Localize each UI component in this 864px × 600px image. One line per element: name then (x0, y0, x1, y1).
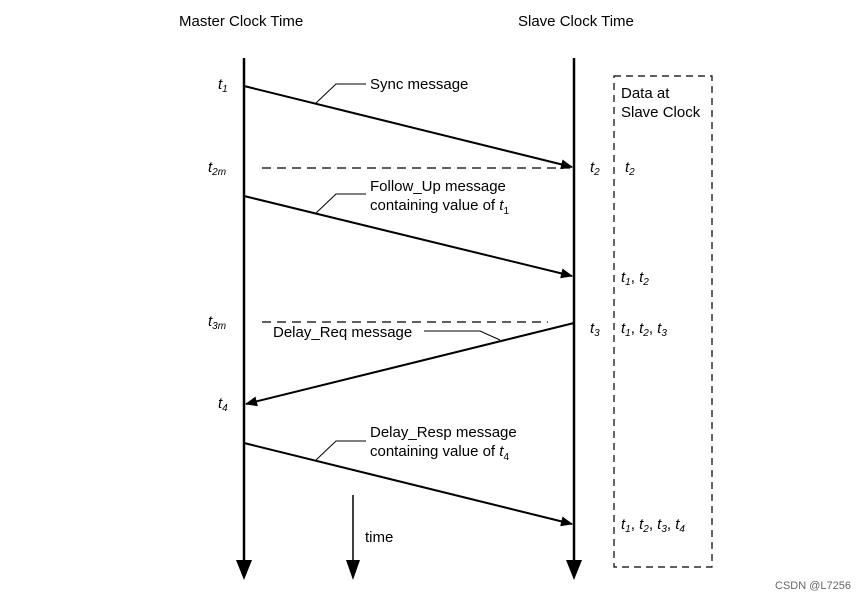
list-separator: , (648, 516, 658, 533)
delay-resp-leader (315, 440, 366, 461)
time-variable: t (657, 320, 662, 337)
follow-up-leader (315, 193, 366, 214)
time-variable: t (639, 320, 644, 337)
master-t3m-label: t3m (208, 313, 227, 333)
list-separator: , (648, 320, 658, 337)
follow-up-arrow (243, 195, 573, 279)
time-subscript: 2 (643, 277, 649, 288)
follow-up-message-label-line2: containing value of t1 (370, 197, 509, 217)
delay-resp-message-label-line2: containing value of t4 (370, 443, 509, 463)
slave-timeline (566, 58, 582, 580)
follow-up-message-label-line1: Follow_Up message (370, 178, 506, 195)
data-box-title-line2: Slave Clock (621, 104, 701, 121)
delay-req-message-label: Delay_Req message (273, 324, 413, 341)
slave-t3-label: t3 (590, 320, 600, 340)
time-label: time (365, 529, 394, 546)
time-subscript: 3 (661, 524, 667, 535)
delay-req-leader (424, 330, 501, 341)
time-subscript: 2 (643, 524, 649, 535)
slave-data-box (613, 75, 713, 568)
time-subscript: 3 (661, 328, 667, 339)
time-subscript: 2 (643, 328, 649, 339)
time-variable: t (621, 320, 626, 337)
delay-resp-message-label-line1: Delay_Resp message (370, 424, 517, 441)
time-subscript: 2 (629, 167, 635, 178)
time-variable: t (625, 159, 630, 176)
watermark: CSDN @L7256 (775, 580, 851, 592)
data-row-4: t1, t2, t3, t4 (621, 517, 685, 538)
delay-resp-arrow (243, 442, 573, 527)
master-t4-label: t4 (218, 395, 228, 415)
data-row-2: t1, t2 (621, 270, 649, 291)
sync-message-label: Sync message (370, 76, 469, 93)
master-timeline (236, 58, 252, 580)
list-separator: , (630, 516, 640, 533)
list-separator: , (630, 269, 640, 286)
time-variable: t (621, 516, 626, 533)
delay-req-arrow (245, 322, 575, 407)
sync-arrow (243, 85, 573, 170)
time-subscript: 1 (625, 524, 631, 535)
master-clock-header: Master Clock Time (179, 13, 304, 30)
time-variable: t (639, 516, 644, 533)
time-subscript: 1 (625, 277, 631, 288)
slave-clock-header: Slave Clock Time (518, 13, 634, 30)
data-row-1: t2 (625, 160, 635, 181)
data-row-3: t1, t2, t3 (621, 321, 667, 342)
time-variable: t (657, 516, 662, 533)
list-separator: , (630, 320, 640, 337)
time-arrow (346, 495, 360, 580)
master-t1-label: t1 (218, 76, 228, 96)
time-variable: t (675, 516, 680, 533)
time-variable: t (621, 269, 626, 286)
master-t2m-label: t2m (208, 159, 227, 179)
time-subscript: 1 (625, 328, 631, 339)
time-subscript: 4 (679, 524, 685, 535)
data-box-title-line1: Data at (621, 85, 670, 102)
sync-leader (315, 83, 366, 104)
list-separator: , (666, 516, 676, 533)
slave-t2-label: t2 (590, 159, 600, 179)
time-variable: t (639, 269, 644, 286)
